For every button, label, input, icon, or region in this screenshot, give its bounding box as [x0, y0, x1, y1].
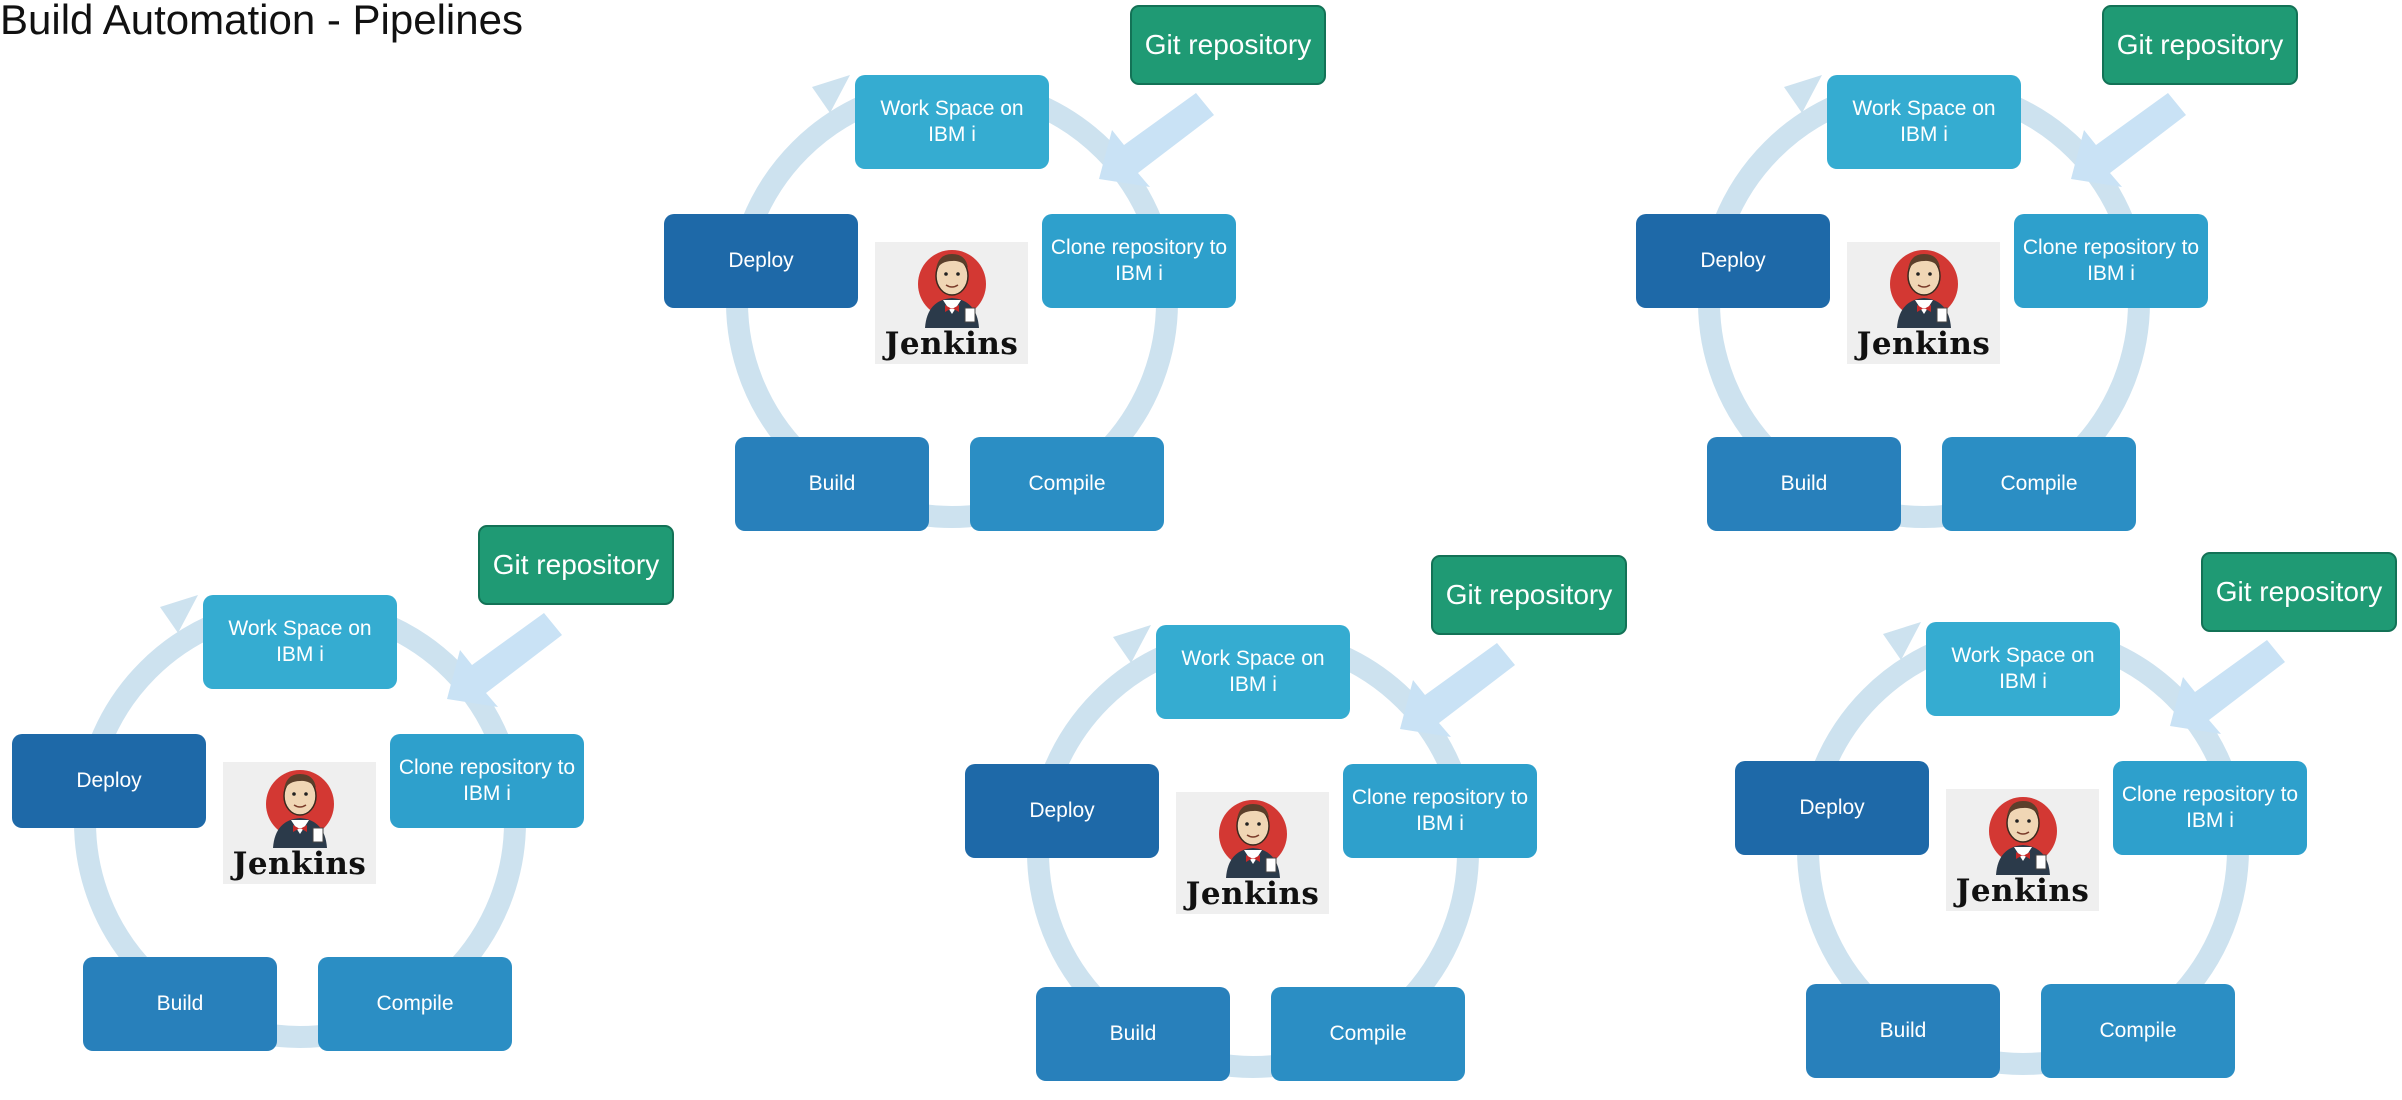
git-repository-box[interactable]: Git repository: [2102, 5, 2298, 85]
deploy-step-box[interactable]: Deploy: [12, 734, 206, 828]
jenkins-butler-icon: [266, 770, 334, 848]
git-repository-box[interactable]: Git repository: [1130, 5, 1326, 85]
jenkins-wordmark: Jenkins: [1185, 876, 1320, 912]
git-repository-box[interactable]: Git repository: [2201, 552, 2397, 632]
git-arrow: [447, 613, 562, 707]
clone-step-box[interactable]: Clone repository to IBM i: [390, 734, 584, 828]
slide-title: Build Automation - Pipelines: [0, 0, 523, 43]
git-repository-box[interactable]: Git repository: [478, 525, 674, 605]
jenkins-wordmark: Jenkins: [884, 326, 1019, 362]
clone-step-box[interactable]: Clone repository to IBM i: [1343, 764, 1537, 858]
jenkins-logo: Jenkins: [1847, 242, 2000, 364]
jenkins-wordmark: Jenkins: [1856, 326, 1991, 362]
deploy-step-box[interactable]: Deploy: [1636, 214, 1830, 308]
build-step-box[interactable]: Build: [1036, 987, 1230, 1081]
pipeline-cycle: Work Space on IBM i Clone repository to I…: [1733, 552, 2397, 1097]
jenkins-wordmark: Jenkins: [232, 846, 367, 882]
deploy-step-box[interactable]: Deploy: [965, 764, 1159, 858]
git-arrow: [2170, 640, 2285, 734]
workspace-step-box[interactable]: Work Space on IBM i: [1156, 625, 1350, 719]
git-arrow: [1099, 93, 1214, 187]
build-step-box[interactable]: Build: [83, 957, 277, 1051]
workspace-step-box[interactable]: Work Space on IBM i: [203, 595, 397, 689]
jenkins-logo: Jenkins: [1946, 789, 2099, 911]
jenkins-logo: Jenkins: [223, 762, 376, 884]
deploy-step-box[interactable]: Deploy: [1735, 761, 1929, 855]
pipeline-cycle: Work Space on IBM i Clone repository to I…: [10, 525, 674, 1070]
compile-step-box[interactable]: Compile: [970, 437, 1164, 531]
git-arrow: [2071, 93, 2186, 187]
build-step-box[interactable]: Build: [1806, 984, 2000, 1078]
compile-step-box[interactable]: Compile: [1271, 987, 1465, 1081]
jenkins-wordmark: Jenkins: [1955, 873, 2090, 909]
cycle-arrowhead: [812, 75, 850, 113]
jenkins-butler-icon: [1219, 800, 1287, 878]
compile-step-box[interactable]: Compile: [2041, 984, 2235, 1078]
cycle-arrowhead: [1883, 622, 1921, 660]
git-arrow: [1400, 643, 1515, 737]
cycle-arrowhead: [1784, 75, 1822, 113]
jenkins-logo: Jenkins: [1176, 792, 1329, 914]
git-repository-box[interactable]: Git repository: [1431, 555, 1627, 635]
jenkins-butler-icon: [1989, 797, 2057, 875]
workspace-step-box[interactable]: Work Space on IBM i: [855, 75, 1049, 169]
clone-step-box[interactable]: Clone repository to IBM i: [1042, 214, 1236, 308]
pipeline-cycle: Work Space on IBM i Clone repository to I…: [1634, 5, 2298, 550]
pipeline-cycle: Work Space on IBM i Clone repository to I…: [963, 555, 1627, 1100]
clone-step-box[interactable]: Clone repository to IBM i: [2014, 214, 2208, 308]
compile-step-box[interactable]: Compile: [318, 957, 512, 1051]
deploy-step-box[interactable]: Deploy: [664, 214, 858, 308]
workspace-step-box[interactable]: Work Space on IBM i: [1827, 75, 2021, 169]
compile-step-box[interactable]: Compile: [1942, 437, 2136, 531]
jenkins-butler-icon: [1890, 250, 1958, 328]
build-step-box[interactable]: Build: [735, 437, 929, 531]
jenkins-butler-icon: [918, 250, 986, 328]
cycle-arrowhead: [160, 595, 198, 633]
workspace-step-box[interactable]: Work Space on IBM i: [1926, 622, 2120, 716]
cycle-arrowhead: [1113, 625, 1151, 663]
pipeline-cycle: Work Space on IBM i Clone repository to I…: [662, 5, 1326, 550]
jenkins-logo: Jenkins: [875, 242, 1028, 364]
build-step-box[interactable]: Build: [1707, 437, 1901, 531]
clone-step-box[interactable]: Clone repository to IBM i: [2113, 761, 2307, 855]
